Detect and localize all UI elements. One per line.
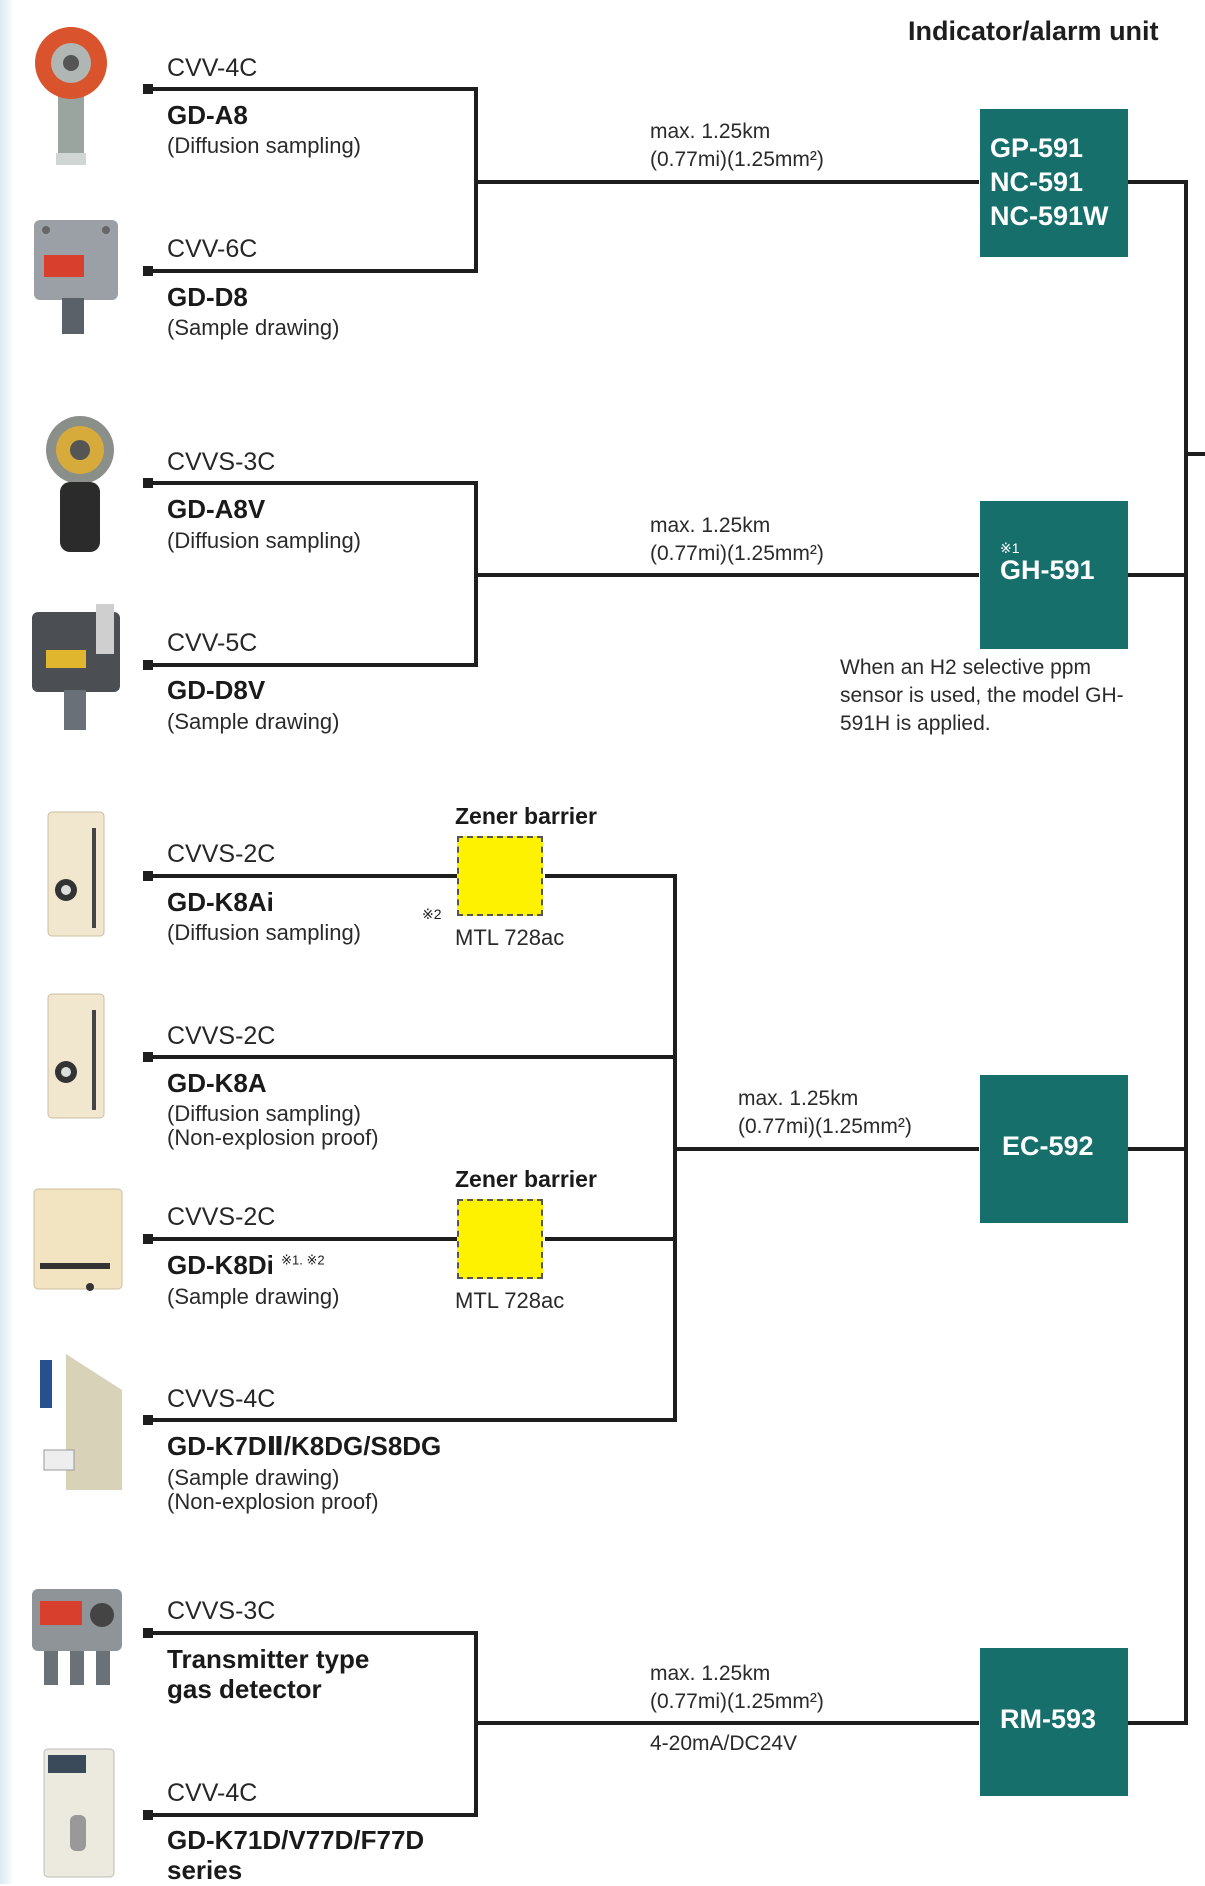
alarm-unit-ec-592: EC-592 [980, 1075, 1128, 1223]
cable-label: CVV-5C [167, 629, 258, 657]
distance-label: max. 1.25km [650, 514, 771, 537]
cable-label: CVVS-3C [167, 448, 276, 476]
distance-label: max. 1.25km [650, 120, 771, 143]
wire [148, 874, 459, 878]
cable-label: CVVS-2C [167, 1203, 276, 1231]
cable-spec-label: (0.77mi)(1.25mm²) [650, 148, 824, 171]
wire [673, 1147, 979, 1151]
wire [1128, 180, 1188, 184]
wire [545, 874, 677, 878]
detector-description: (Diffusion sampling) [167, 528, 362, 553]
detector-description: (Sample drawing) [167, 709, 340, 734]
bus-wire [1184, 180, 1188, 1725]
detector-description: (Sample drawing) [167, 1465, 340, 1490]
detector-model-gd-k8di: GD-K8Di ※1. ※2 [167, 1250, 325, 1281]
wire [1128, 573, 1188, 577]
cable-label: CVVS-3C [167, 1597, 276, 1625]
wire [148, 663, 478, 667]
gas-detector-photo [43, 1748, 115, 1878]
detector-model-gd-k8a: GD-K8A [167, 1068, 267, 1098]
gas-detector-photo [47, 811, 105, 937]
footnote-mark: ※2 [422, 906, 442, 922]
cable-label: CVV-4C [167, 54, 258, 82]
gas-detector-photo [35, 27, 107, 165]
alarm-unit-gh-591: ※1 GH-591 [980, 501, 1128, 649]
wire [1128, 1147, 1188, 1151]
wire [148, 481, 478, 485]
cable-spec-label: (0.77mi)(1.25mm²) [738, 1115, 912, 1138]
indicator-alarm-unit-title: Indicator/alarm unit [908, 16, 1159, 46]
footnote-mark: ※1. ※2 [281, 1252, 325, 1268]
distance-label: max. 1.25km [650, 1662, 771, 1685]
unit-model: NC-591 [990, 167, 1084, 197]
h2-sensor-note: When an H2 selective ppm sensor is used,… [840, 656, 1124, 735]
zener-barrier-title: Zener barrier [455, 1166, 597, 1192]
unit-model: NC-591W [990, 201, 1109, 231]
gas-detector-photo [33, 1188, 123, 1291]
zener-barrier-title: Zener barrier [455, 803, 597, 829]
detector-model-gd-k8ai: GD-K8Ai [167, 887, 274, 917]
zener-barrier [457, 1199, 543, 1279]
detector-description: (Diffusion sampling) [167, 1101, 362, 1126]
distance-label: max. 1.25km [738, 1087, 859, 1110]
barrier-model-label: MTL 728ac [455, 925, 565, 950]
cable-label: CVV-6C [167, 235, 258, 263]
cable-label: CVV-4C [167, 1779, 258, 1807]
cable-label: CVVS-2C [167, 840, 276, 868]
wire [1128, 1721, 1188, 1725]
gas-detector-photo [34, 220, 118, 334]
detector-description: (Diffusion sampling) [167, 133, 362, 158]
detector-model-gd-d8: GD-D8 [167, 282, 248, 312]
wire [148, 269, 478, 273]
unit-model: RM-593 [1000, 1704, 1097, 1734]
detector-model-gd-k71d: GD-K71D/V77D/F77D [167, 1825, 425, 1855]
detector-model-line2: gas detector [167, 1674, 322, 1704]
wire [148, 1237, 459, 1241]
wire [148, 1631, 478, 1635]
wire [148, 87, 478, 91]
detector-model-gd-a8v: GD-A8V [167, 494, 266, 524]
gas-detector-photo [32, 1589, 122, 1685]
detector-model-transmitter-type: Transmitter type [167, 1644, 370, 1674]
wire [474, 573, 979, 577]
gas-detector-photo [47, 993, 105, 1119]
alarm-unit-rm-593: RM-593 [980, 1648, 1128, 1796]
gas-detector-photo [40, 1354, 122, 1490]
detector-description: (Diffusion sampling) [167, 920, 362, 945]
cable-label: CVVS-4C [167, 1385, 276, 1413]
signal-label: 4-20mA/DC24V [650, 1732, 798, 1755]
detector-description: (Non-explosion proof) [167, 1125, 379, 1150]
cable-spec-label: (0.77mi)(1.25mm²) [650, 1690, 824, 1713]
wire [474, 1721, 979, 1725]
cable-label: CVVS-2C [167, 1022, 276, 1050]
footnote-mark: ※1 [1000, 540, 1020, 556]
wire [148, 1813, 478, 1817]
gas-detector-photo [46, 416, 114, 552]
unit-model: GP-591 [990, 133, 1084, 163]
detector-model-gd-k7d: GD-K7DⅡ/K8DG/S8DG [167, 1431, 442, 1461]
alarm-unit-gp-591: GP-591 NC-591 NC-591W [980, 109, 1128, 257]
detector-model-gd-a8: GD-A8 [167, 100, 248, 130]
detector-model-gd-d8v: GD-D8V [167, 675, 266, 705]
model-name: GD-K8Di [167, 1250, 274, 1280]
bus-output-wire [1184, 452, 1205, 456]
detector-description: (Sample drawing) [167, 315, 340, 340]
wire [148, 1055, 677, 1059]
unit-model: EC-592 [1002, 1131, 1094, 1161]
wire [474, 180, 979, 184]
unit-model: GH-591 [1000, 555, 1095, 585]
page-edge [0, 0, 14, 1884]
detector-description: (Sample drawing) [167, 1284, 340, 1309]
barrier-model-label: MTL 728ac [455, 1288, 565, 1313]
cable-spec-label: (0.77mi)(1.25mm²) [650, 542, 824, 565]
wire [148, 1418, 677, 1422]
detector-model-line2: series [167, 1855, 243, 1885]
detector-description: (Non-explosion proof) [167, 1489, 379, 1514]
gas-detector-photo [32, 604, 120, 730]
zener-barrier [457, 836, 543, 916]
wire [545, 1237, 677, 1241]
